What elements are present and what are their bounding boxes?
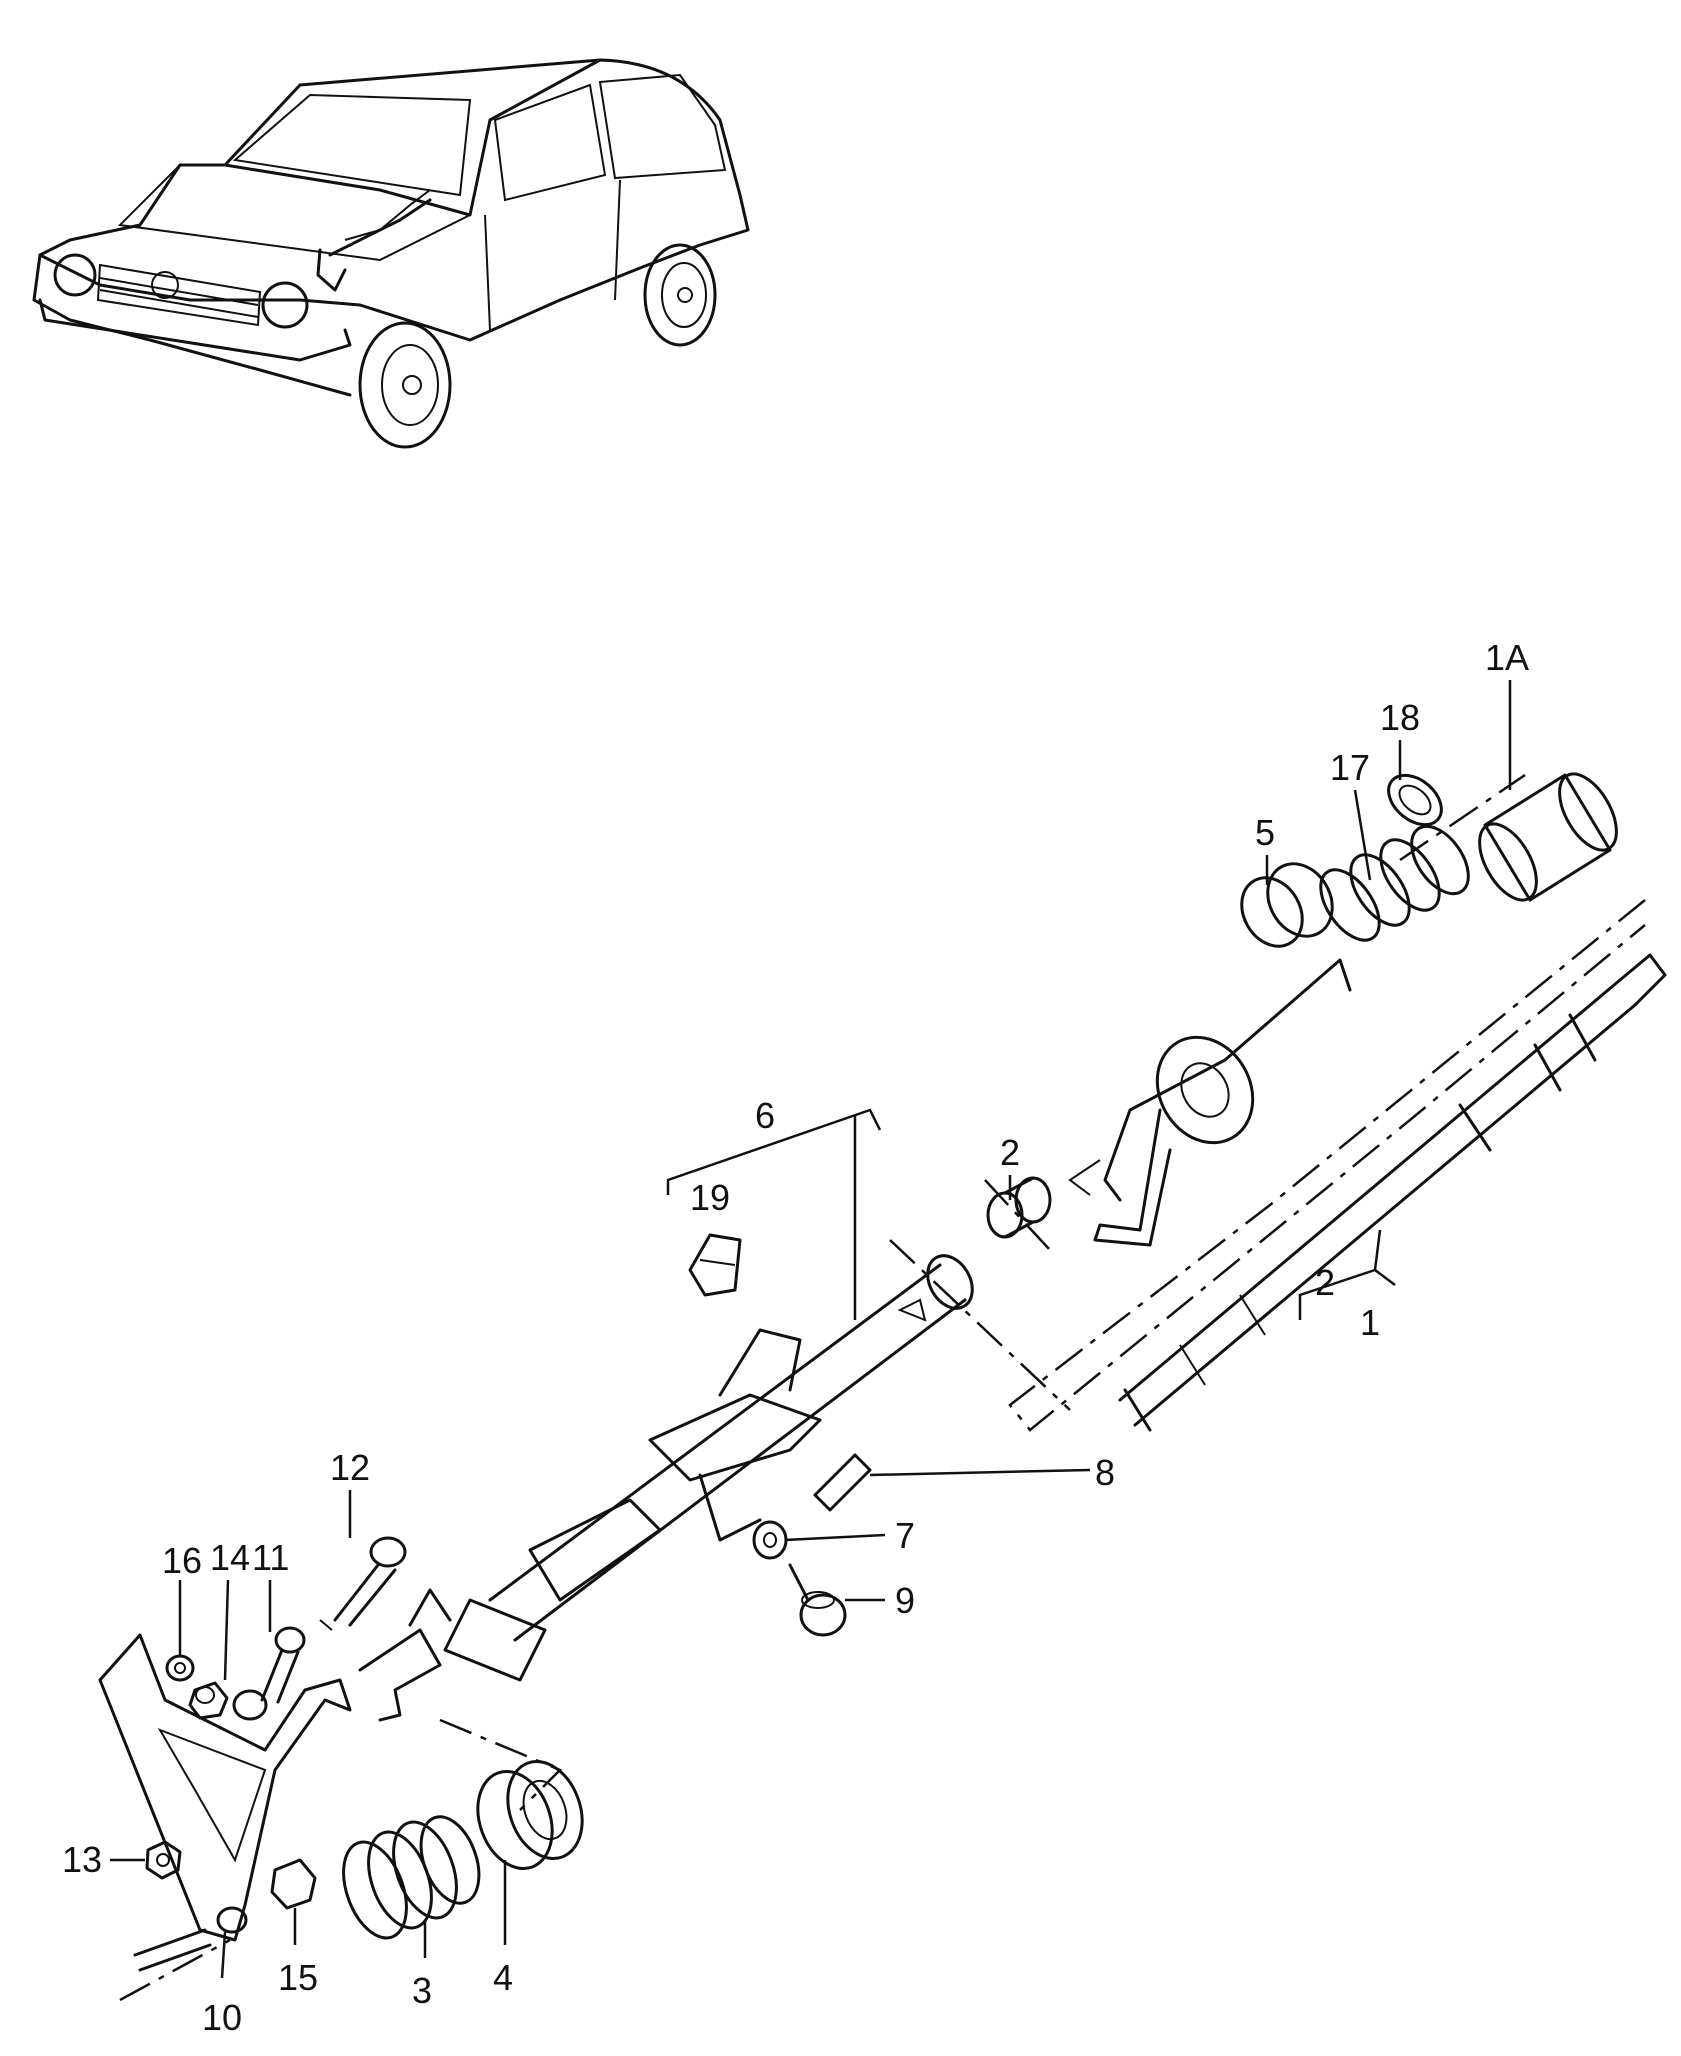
part-7-washer <box>752 1520 788 1560</box>
part-1-steering-shaft <box>1118 953 1667 1432</box>
callout-1a: 1A <box>1485 637 1529 678</box>
callout-1: 1 <box>1360 1302 1380 1343</box>
callout-3: 3 <box>412 1970 432 2011</box>
part-4-bearing <box>476 1760 584 1870</box>
assembly-axis-lines <box>119 773 1646 2002</box>
callout-5: 5 <box>1255 812 1275 853</box>
part-9-bolt <box>788 1563 847 1637</box>
callout-17: 17 <box>1330 747 1370 788</box>
callout-19: 19 <box>690 1177 730 1218</box>
callout-16: 16 <box>162 1540 202 1581</box>
callout-2-upper: 2 <box>1000 1132 1020 1173</box>
callout-9: 9 <box>895 1580 915 1621</box>
part-8-plate <box>813 1453 872 1512</box>
callout-2-lower: 2 <box>1315 1262 1335 1303</box>
combination-switch <box>1068 958 1352 1247</box>
callout-18: 18 <box>1380 697 1420 738</box>
part-19-clip <box>688 1233 742 1297</box>
callout-6: 6 <box>755 1095 775 1136</box>
callout-11: 11 <box>252 1537 289 1578</box>
part-18-circlip <box>1387 773 1443 827</box>
part-12-bolt <box>319 1536 407 1631</box>
part-13-nut <box>145 1840 182 1880</box>
callout-4: 4 <box>493 1957 513 1998</box>
part-6-column-tube <box>443 1254 974 1682</box>
part-11-bush <box>232 1626 306 1721</box>
part-5-bush <box>1240 862 1334 948</box>
callout-8: 8 <box>1095 1452 1115 1493</box>
callout-7: 7 <box>895 1515 915 1556</box>
stud-bolt <box>133 1928 212 1972</box>
callout-12: 12 <box>330 1447 370 1488</box>
callout-13: 13 <box>62 1839 102 1880</box>
part-16-washer <box>165 1654 195 1682</box>
part-15-nut <box>270 1858 317 1910</box>
part-10-bracket <box>98 1633 352 1942</box>
part-2-bush-upper <box>986 1176 1052 1239</box>
callouts: 1A 18 17 5 6 19 2 2 1 8 7 9 12 11 14 16 … <box>62 637 1529 2038</box>
part-14-nut <box>188 1681 229 1720</box>
part-3-boot <box>342 1815 481 1940</box>
callout-14: 14 <box>210 1537 250 1578</box>
part-1a-sleeve <box>1478 772 1618 902</box>
part-17-spring <box>1319 824 1470 942</box>
universal-joint <box>358 1588 452 1722</box>
leader-lines <box>110 680 1512 1979</box>
car-illustration <box>32 58 750 449</box>
callout-15: 15 <box>278 1957 318 1998</box>
callout-10: 10 <box>202 1997 242 2038</box>
